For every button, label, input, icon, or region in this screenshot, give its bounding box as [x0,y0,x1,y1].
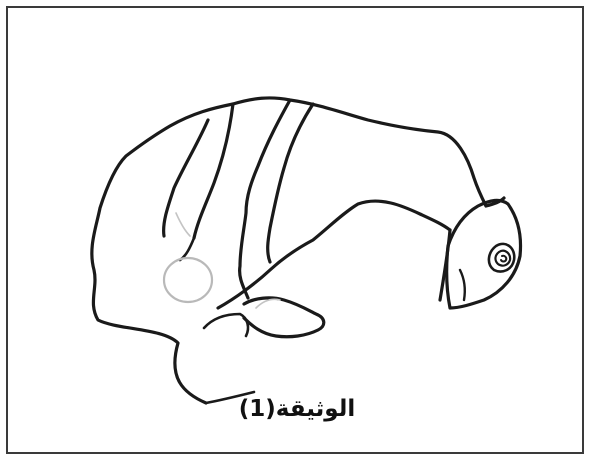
faint-stroke-parietal [176,213,190,236]
central-sulcus [240,100,290,298]
brain-drawing [8,8,586,456]
precentral-sulcus [194,104,233,238]
frontal-small-sulcus [180,238,194,260]
inferior-frontal-loop [204,314,248,336]
temporal-inner-loop [244,298,324,337]
lateral-fissure [218,201,450,308]
faint-stroke-temporal [256,299,280,308]
highlight-circle [164,258,212,302]
brainstem-swirl-inner [501,256,506,262]
figure-frame: الوثيقة(1) [6,6,584,454]
cerebrum-outline [92,98,486,403]
cerebellum-inner-fold [460,270,465,300]
brainstem-swirl-mid [495,251,510,266]
figure-caption: الوثيقة(1) [8,396,586,422]
